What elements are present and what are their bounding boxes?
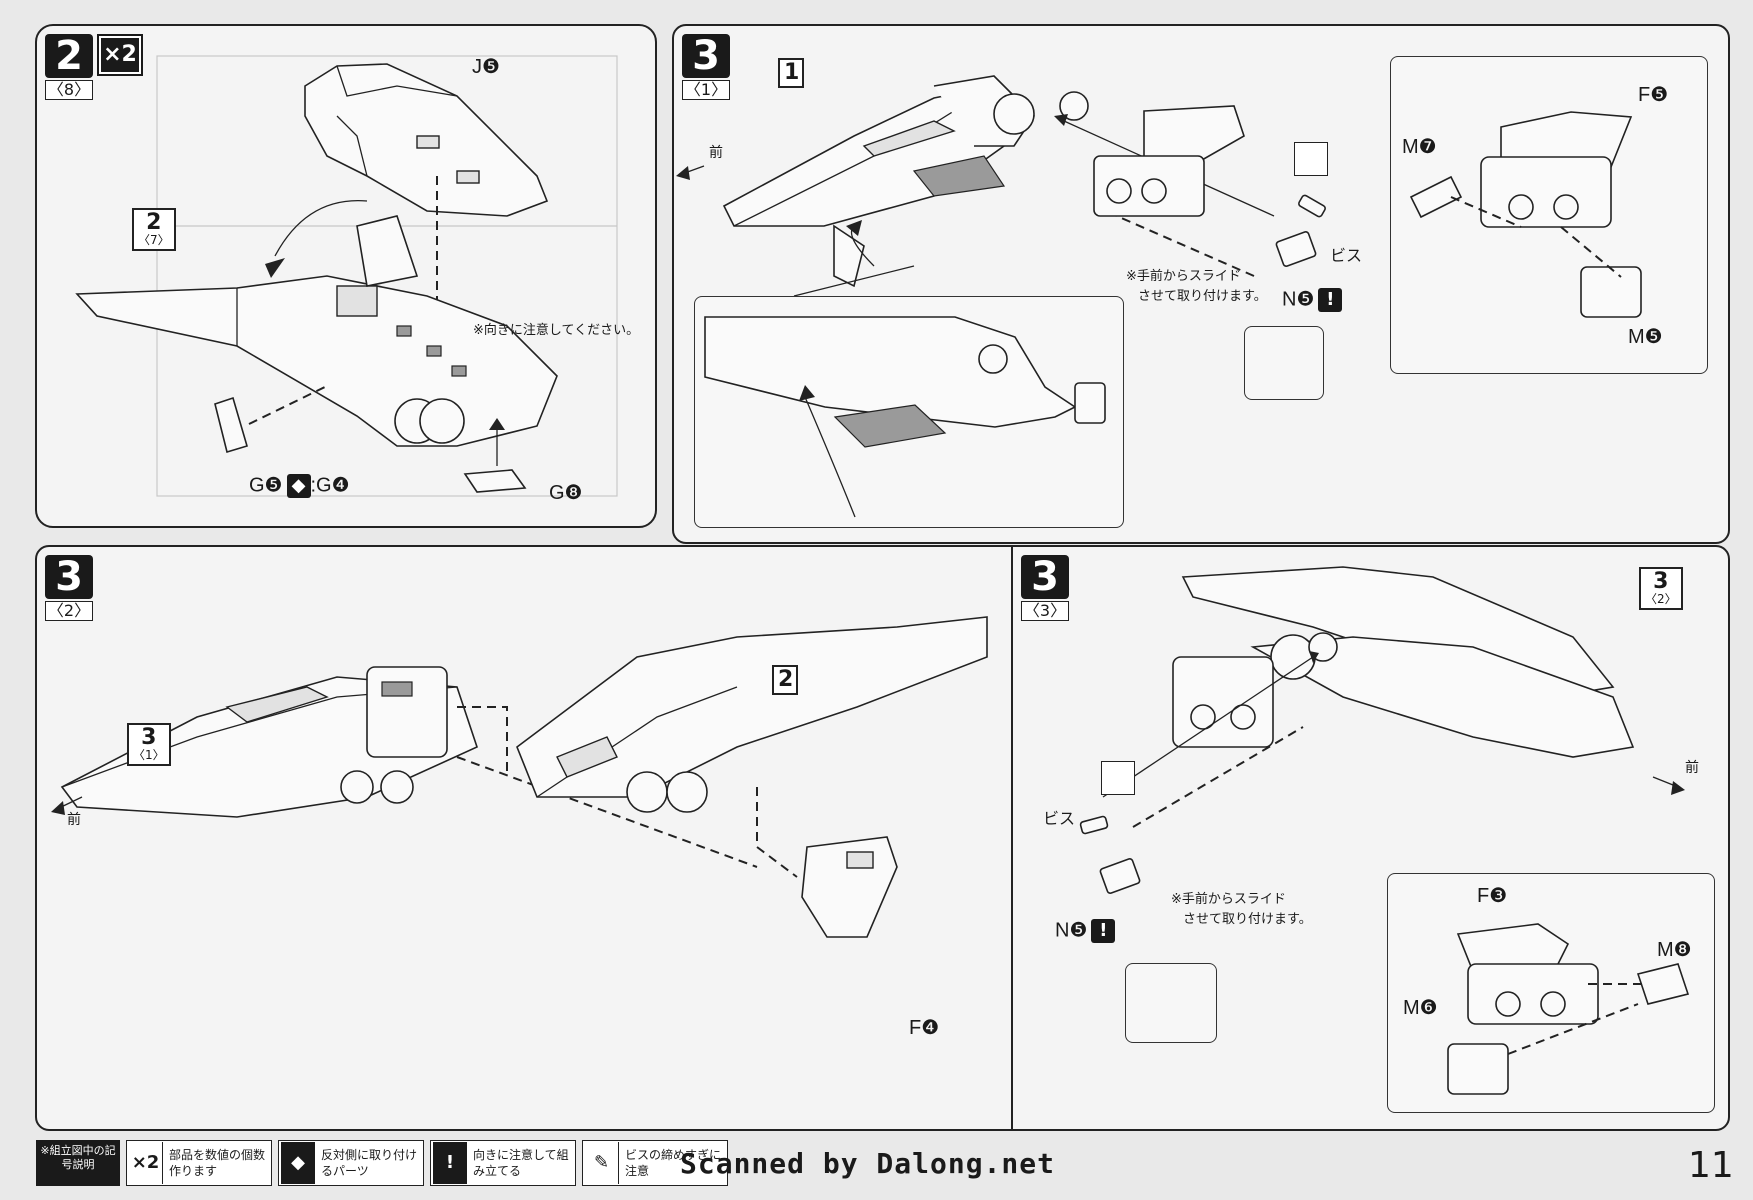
page-number: 11: [1688, 1145, 1734, 1186]
legend-item-multiplier: ×2 部品を数値の個数作ります: [126, 1140, 272, 1186]
p4-illustration: [1079, 566, 1685, 894]
label-mae: 前: [67, 812, 81, 828]
label-mae: 前: [1685, 760, 1699, 776]
orientation-warning-icon: !: [1091, 919, 1116, 943]
orientation-note: ※向きに注意してください。: [473, 323, 640, 338]
orientation-warning-icon: !: [433, 1142, 467, 1184]
legend-head: ※組立図中の記号説明: [36, 1140, 120, 1186]
screw-caution-icon: ✎: [585, 1142, 619, 1184]
label-m5: M❺: [1628, 326, 1663, 348]
panel-step-3-3: 3 〈3〉 3 〈2〉 前 ビス ※手前からスライド させて取り付けます。 N❺…: [1011, 545, 1730, 1131]
label-g4-text: :G❹: [310, 474, 350, 497]
legend-item-screw: ✎ ビスの締めすぎに注意: [582, 1140, 728, 1186]
symbol-legend: ※組立図中の記号説明 ×2 部品を数値の個数作ります ◆ 反対側に取り付けるパー…: [36, 1140, 728, 1188]
n5-orientation-inset: [1125, 963, 1217, 1043]
reverse-side-icon: ◆: [281, 1142, 315, 1184]
reverse-side-icon: ◆: [286, 474, 311, 498]
label-n5: N❺!: [1282, 288, 1343, 312]
ref-sub: 〈2〉: [1645, 592, 1677, 606]
ref-sub: 〈1〉: [133, 748, 165, 762]
label-bisu: ビス: [1330, 248, 1363, 265]
label-f5: F❺: [1638, 84, 1669, 106]
multiplier-badge: ×2: [97, 34, 143, 76]
label-mae: 前: [709, 145, 723, 161]
scan-credit: Scanned by Dalong.net: [680, 1147, 1056, 1180]
legend-text: 部品を数値の個数作ります: [169, 1148, 266, 1178]
step-number: 3: [1021, 555, 1069, 599]
step-substep: 〈2〉: [45, 601, 93, 621]
legend-item-orientation: ! 向きに注意して組み立てる: [430, 1140, 576, 1186]
ref-sub: 〈7〉: [138, 233, 170, 247]
detail-inset-large: [694, 296, 1124, 528]
legend-item-reverse: ◆ 反対側に取り付けるパーツ: [278, 1140, 424, 1186]
step-number: 3: [682, 34, 730, 78]
slide-note-2: させて取り付けます。: [1183, 912, 1312, 927]
clip-illustration: [1409, 111, 1642, 318]
p2-illustration: [676, 75, 1326, 297]
ref-step-2-7: 2 〈7〉: [132, 208, 176, 251]
step-number: 2: [45, 34, 93, 78]
p1-illustration: [75, 55, 618, 497]
ref-step-3-2: 3 〈2〉: [1639, 567, 1683, 610]
slide-note-2: させて取り付けます。: [1138, 289, 1267, 304]
ref-step-1: 1: [778, 58, 804, 88]
label-n5-text: N❺: [1055, 919, 1088, 942]
panel-step-3-1: 3 〈1〉 1 前 ビス ※手前からスライド させて取り付けます。: [672, 24, 1730, 544]
screw-caution-icon: [1101, 761, 1135, 795]
legend-text: 反対側に取り付けるパーツ: [321, 1148, 418, 1178]
label-n5: N❺!: [1055, 919, 1116, 943]
multiplier-icon: ×2: [129, 1142, 163, 1184]
ref-step-3-1: 3 〈1〉: [127, 723, 171, 766]
p3-illustration: [51, 616, 988, 938]
legend-text: 向きに注意して組み立てる: [473, 1148, 569, 1178]
label-f4: F❹: [909, 1017, 940, 1039]
ref-number: 3: [141, 725, 157, 750]
label-g8: G❽: [549, 482, 583, 504]
slide-note-1: ※手前からスライド: [1126, 269, 1241, 284]
label-m8: M❽: [1657, 939, 1692, 961]
step-number: 3: [45, 555, 93, 599]
label-m6: M❻: [1403, 997, 1438, 1019]
label-j5: J❺: [472, 56, 500, 78]
clip-illustration: [1447, 923, 1690, 1095]
screw-caution-icon: [1294, 142, 1328, 176]
step-substep: 〈8〉: [45, 80, 93, 100]
legend-text: ビスの締めすぎに注意: [625, 1148, 722, 1178]
ref-step-2: 2: [772, 665, 798, 695]
ref-number: 3: [1653, 569, 1669, 594]
orientation-warning-icon: !: [1318, 288, 1343, 312]
clip-assembly-inset: [1387, 873, 1715, 1113]
label-g5: G❺◆:G❹: [249, 474, 350, 498]
label-f3: F❸: [1477, 885, 1508, 907]
label-m7: M❼: [1402, 136, 1437, 158]
inset-illustration: [704, 316, 1106, 518]
clip-assembly-inset: [1390, 56, 1708, 374]
label-n5-text: N❺: [1282, 288, 1315, 311]
ref-number: 2: [146, 210, 162, 235]
label-bisu: ビス: [1043, 811, 1076, 828]
panel-step-2-8: 2 〈8〉 ×2 J❺ 2: [35, 24, 657, 528]
slide-note-1: ※手前からスライド: [1171, 892, 1286, 907]
n5-orientation-inset: [1244, 326, 1324, 400]
step-substep: 〈1〉: [682, 80, 730, 100]
step-substep: 〈3〉: [1021, 601, 1069, 621]
panel-step-3-2: 3 〈2〉 3 〈1〉 2 前 F❹: [35, 545, 1013, 1131]
label-g5-text: G❺: [249, 474, 283, 497]
